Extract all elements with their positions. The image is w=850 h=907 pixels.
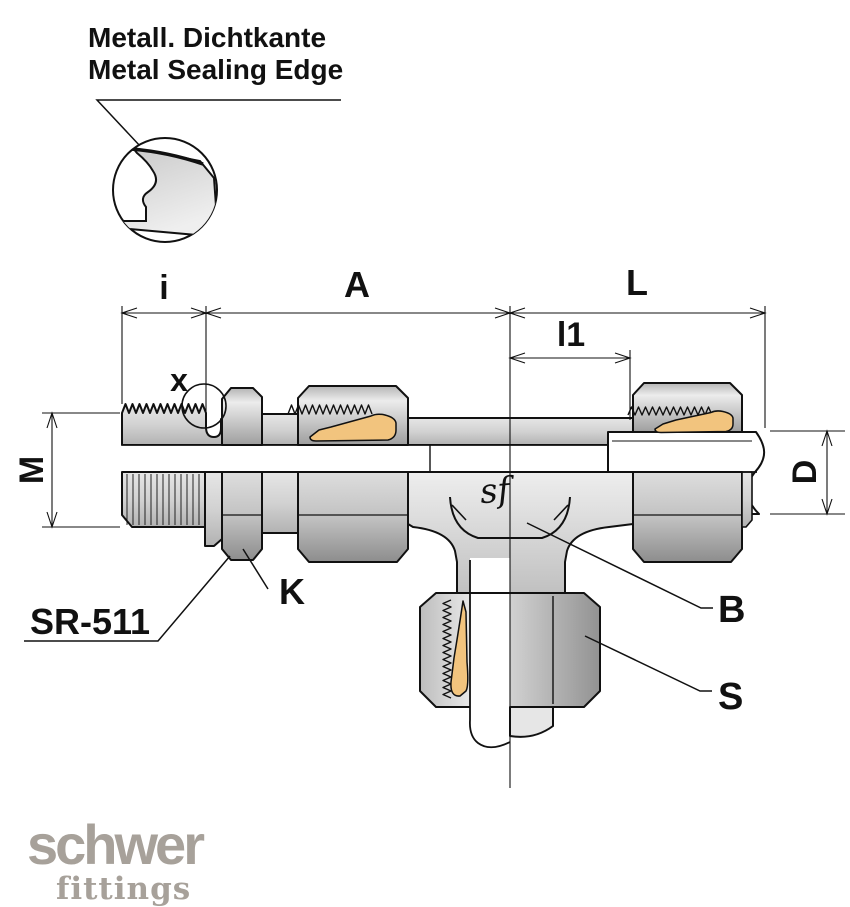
dim-label-l1: l1	[557, 316, 585, 354]
callout-line-1: Metall. Dichtkante	[88, 22, 326, 53]
chamfer-ticks	[451, 504, 569, 521]
leader-k	[242, 548, 269, 590]
dimensioning	[42, 306, 845, 529]
callout-leader-line	[95, 99, 341, 163]
branch-tube-outline	[469, 560, 511, 749]
arrowheads-row1	[120, 307, 767, 319]
leader-s	[584, 635, 712, 692]
dim-label-d: D	[786, 460, 824, 485]
arrowheads-l1	[508, 352, 632, 364]
dim-label-a: A	[344, 264, 370, 305]
label-nut-s: S	[718, 676, 743, 718]
sealing-edge-profile	[117, 146, 217, 238]
right-nut-lower-hex	[632, 471, 743, 563]
leader-sr511	[24, 555, 231, 642]
arrowheads-m	[46, 411, 58, 529]
label-body-b: B	[718, 589, 745, 631]
part-leaders	[24, 522, 713, 692]
sealing-edge-marker-circle	[181, 383, 227, 429]
bore-band	[122, 445, 608, 472]
bottom-cutting-ring	[450, 600, 469, 697]
washer-lower	[204, 471, 223, 547]
shank-lower	[261, 471, 299, 534]
callout-line-2: Metal Sealing Edge	[88, 54, 343, 85]
left-nut-lower-hex	[297, 471, 409, 563]
right-nut-back-boss	[741, 471, 753, 528]
brand-tagline: fittings	[56, 871, 191, 907]
bottom-tube-stub	[509, 706, 554, 738]
body-barrel-upper	[407, 417, 634, 446]
arrowheads-d	[821, 429, 833, 516]
tee-body-pedestal	[407, 471, 634, 598]
dimension-labels: i A L l1 M D x	[13, 262, 824, 484]
label-x: x	[170, 362, 188, 398]
male-thread-section-upper	[121, 403, 226, 446]
branch-thread-zigzag	[442, 599, 452, 699]
label-series-sr511: SR-511	[30, 601, 150, 642]
sealing-edge-callout: Metall. Dichtkante Metal Sealing Edge	[88, 22, 343, 243]
brand-name: schwer	[27, 813, 204, 876]
leader-b	[526, 522, 713, 609]
branch-tube-section	[469, 558, 510, 748]
label-locknut-k: K	[279, 571, 305, 612]
left-cutting-ring	[309, 413, 397, 442]
dim-label-i: i	[159, 269, 168, 307]
dimension-d	[770, 430, 845, 515]
brand-logo: schwer fittings	[27, 813, 207, 907]
extension-lines-top	[121, 306, 766, 430]
shank-upper	[261, 413, 299, 446]
fitting-section-view	[121, 306, 766, 788]
locknut-upper	[221, 387, 263, 446]
left-nut-thread-zigzag	[287, 404, 373, 415]
male-thread-flanks	[126, 474, 200, 525]
dim-label-m: M	[13, 456, 51, 484]
locknut-lower-hex	[221, 471, 263, 561]
dim-label-l: L	[626, 262, 648, 303]
dimension-m	[42, 412, 120, 528]
right-cutting-ring	[654, 410, 734, 434]
